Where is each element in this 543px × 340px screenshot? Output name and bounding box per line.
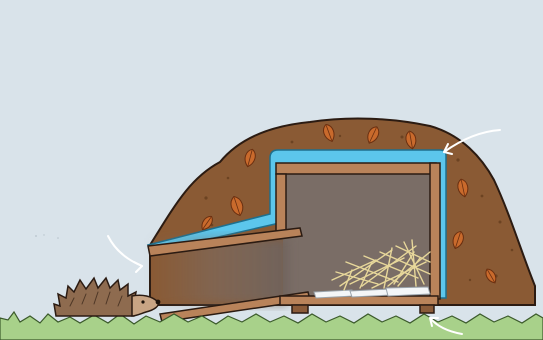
front-divider — [276, 174, 286, 234]
back-wall — [430, 163, 440, 299]
floor-leg-left — [292, 305, 308, 313]
floor-leg-right — [420, 305, 434, 313]
hedgehog-nose — [156, 300, 161, 305]
chamber-floor-board — [280, 296, 438, 305]
hedgehog-eye — [141, 300, 144, 303]
top-board — [276, 163, 436, 174]
